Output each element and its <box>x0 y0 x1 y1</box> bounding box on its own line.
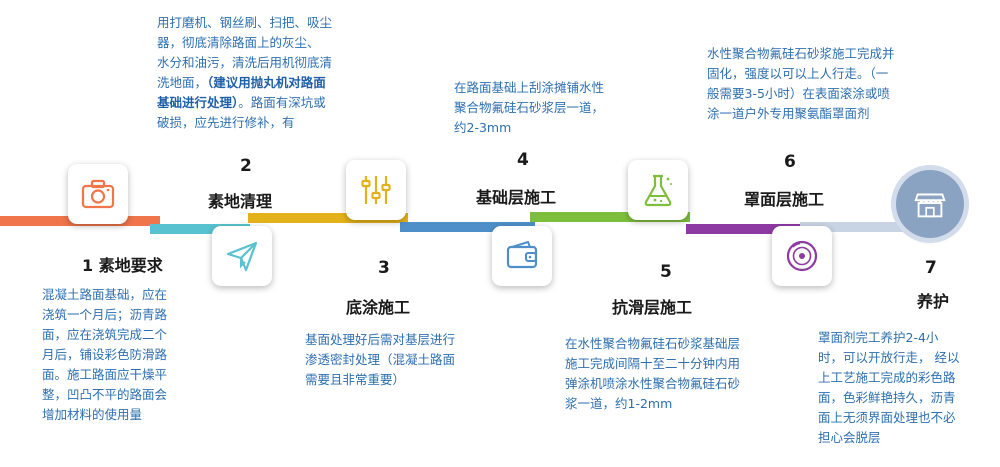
step-3-icon-box <box>346 160 406 220</box>
sliders-icon <box>361 176 391 204</box>
camera-icon <box>81 179 115 209</box>
step-6-title: 罩面层施工 <box>744 190 825 209</box>
step-7-circle <box>896 170 964 238</box>
timeline-band-6 <box>686 224 806 234</box>
timeline-band-2 <box>150 224 250 234</box>
step-5-number: 5 <box>660 262 672 282</box>
step-3-number: 3 <box>378 258 390 278</box>
storefront-icon <box>914 193 946 218</box>
timeline-band-5 <box>530 212 690 222</box>
step-2-icon-box <box>212 226 272 286</box>
step-6-icon-box <box>772 226 832 286</box>
step-1-icon-box <box>68 164 128 224</box>
step-6-number: 6 <box>784 152 796 172</box>
step-7-description: 罩面剂完工养护2-4小时，可以开放行走， 经以上工艺施工完成的彩色路面，色彩鲜艳… <box>818 330 960 445</box>
step-7-number: 7 <box>925 258 937 278</box>
wallet-icon <box>506 240 538 269</box>
step-3-description: 基面处理好后需对基层进行渗透密封处理（混凝土路面需要且非常重要） <box>305 332 456 387</box>
timeline-band-3 <box>248 213 408 223</box>
step-2-title: 素地清理 <box>208 192 273 211</box>
step-4-description: 在路面基础上刮涂摊铺水性聚合物氟硅石砂浆层一道，约2-3mm <box>454 80 605 135</box>
step-2-number: 2 <box>240 156 252 176</box>
timeline-band-4 <box>400 222 535 232</box>
step-1-title: 1 素地要求 <box>82 256 163 275</box>
step-2-description: 用打磨机、钢丝刷、扫把、吸尘 器，彻底清除路面上的灰尘、 水分和油污，清洗后用机… <box>157 15 333 130</box>
step-7-title: 养护 <box>917 292 950 311</box>
paper-plane-icon <box>226 241 258 272</box>
timeline-band-7 <box>800 222 910 232</box>
step-4-icon-box <box>492 226 552 286</box>
step-4-title: 基础层施工 <box>476 188 557 207</box>
step-6-description: 水性聚合物氟硅石砂浆施工完成并固化，强度以可以上人行走。（一般需要3-5小时）在… <box>707 46 895 121</box>
step-5-description: 在水性聚合物氟硅石砂浆基础层施工完成间隔十至二十分钟内用弹涂机喷涂水性聚合物氟硅… <box>565 336 741 411</box>
step-3-title: 底涂施工 <box>346 298 411 317</box>
flask-icon <box>644 174 672 207</box>
step-5-icon-box <box>628 160 688 220</box>
step-1-description: 混凝土路面基础，应在浇筑一个月后；沥青路面，应在浇筑完成二个月后，铺设彩色防滑路… <box>42 287 168 422</box>
step-5-title: 抗滑层施工 <box>612 298 693 317</box>
step-4-number: 4 <box>517 150 529 170</box>
disc-icon <box>786 240 818 272</box>
